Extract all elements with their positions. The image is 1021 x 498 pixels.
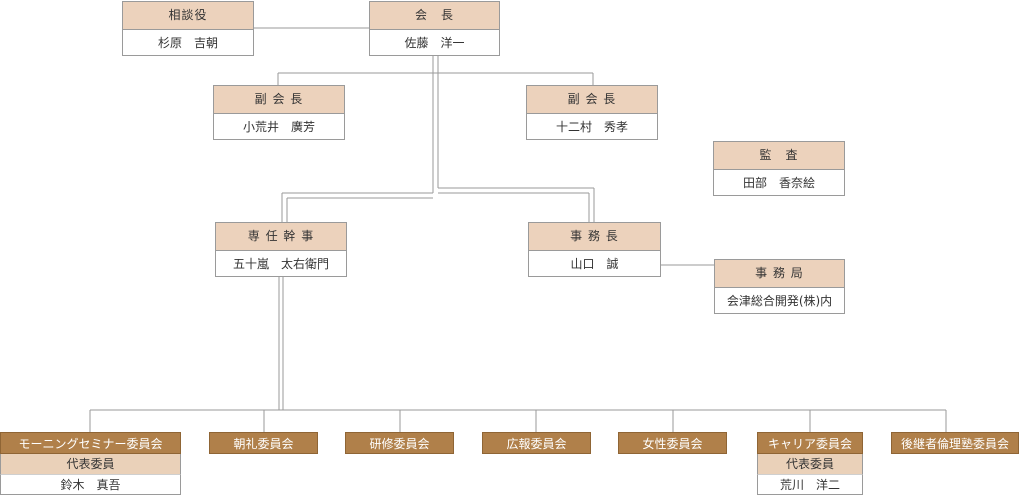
committee-rep-name: 鈴木 真吾 <box>0 474 181 495</box>
node-auditor: 監 査 田部 香奈絵 <box>713 141 845 196</box>
node-name: 五十嵐 太右衛門 <box>232 257 329 271</box>
node-vice-president-2: 副 会 長 十二村 秀孝 <box>526 85 658 140</box>
committee-label: 広報委員会 <box>482 432 591 454</box>
committee-rep-name: 荒川 洋二 <box>757 474 863 495</box>
committee-career: キャリア委員会 代表委員 荒川 洋二 <box>757 432 863 495</box>
committee-training: 研修委員会 <box>345 432 454 454</box>
node-title: 相談役 <box>123 2 253 30</box>
committee-role: 代表委員 <box>0 454 181 474</box>
committee-morning-seminar: モーニングセミナー委員会 代表委員 鈴木 真吾 <box>0 432 181 495</box>
node-name: 佐藤 洋一 <box>404 36 465 50</box>
node-title: 監 査 <box>714 142 844 170</box>
committee-label: 後継者倫理塾委員会 <box>891 432 1019 454</box>
node-title: 会 長 <box>370 2 499 30</box>
node-advisor: 相談役 杉原 吉朝 <box>122 1 254 56</box>
committee-morning-assembly: 朝礼委員会 <box>209 432 318 454</box>
node-name: 会津総合開発(株)内 <box>726 294 833 308</box>
node-name: 杉原 吉朝 <box>157 36 218 50</box>
node-vice-president-1: 副 会 長 小荒井 廣芳 <box>213 85 345 140</box>
node-title: 副 会 長 <box>214 86 344 114</box>
committee-public-relations: 広報委員会 <box>482 432 591 454</box>
node-title: 副 会 長 <box>527 86 657 114</box>
node-secretary: 事 務 長 山口 誠 <box>528 222 661 277</box>
node-office: 事 務 局 会津総合開発(株)内 <box>714 259 845 314</box>
committee-label: キャリア委員会 <box>757 432 863 454</box>
node-title: 事 務 局 <box>715 260 844 288</box>
node-name: 十二村 秀孝 <box>555 120 628 134</box>
node-name: 田部 香奈絵 <box>742 176 815 190</box>
committee-label: 研修委員会 <box>345 432 454 454</box>
node-title: 専 任 幹 事 <box>216 223 346 251</box>
node-president: 会 長 佐藤 洋一 <box>369 1 500 56</box>
committee-label: モーニングセミナー委員会 <box>0 432 181 454</box>
committee-role: 代表委員 <box>757 454 863 474</box>
node-name: 小荒井 廣芳 <box>242 120 315 134</box>
committee-successor-ethics: 後継者倫理塾委員会 <box>891 432 1019 454</box>
committee-label: 女性委員会 <box>618 432 727 454</box>
committee-women: 女性委員会 <box>618 432 727 454</box>
node-name: 山口 誠 <box>570 257 619 271</box>
node-executive: 専 任 幹 事 五十嵐 太右衛門 <box>215 222 347 277</box>
node-title: 事 務 長 <box>529 223 660 251</box>
committee-label: 朝礼委員会 <box>209 432 318 454</box>
